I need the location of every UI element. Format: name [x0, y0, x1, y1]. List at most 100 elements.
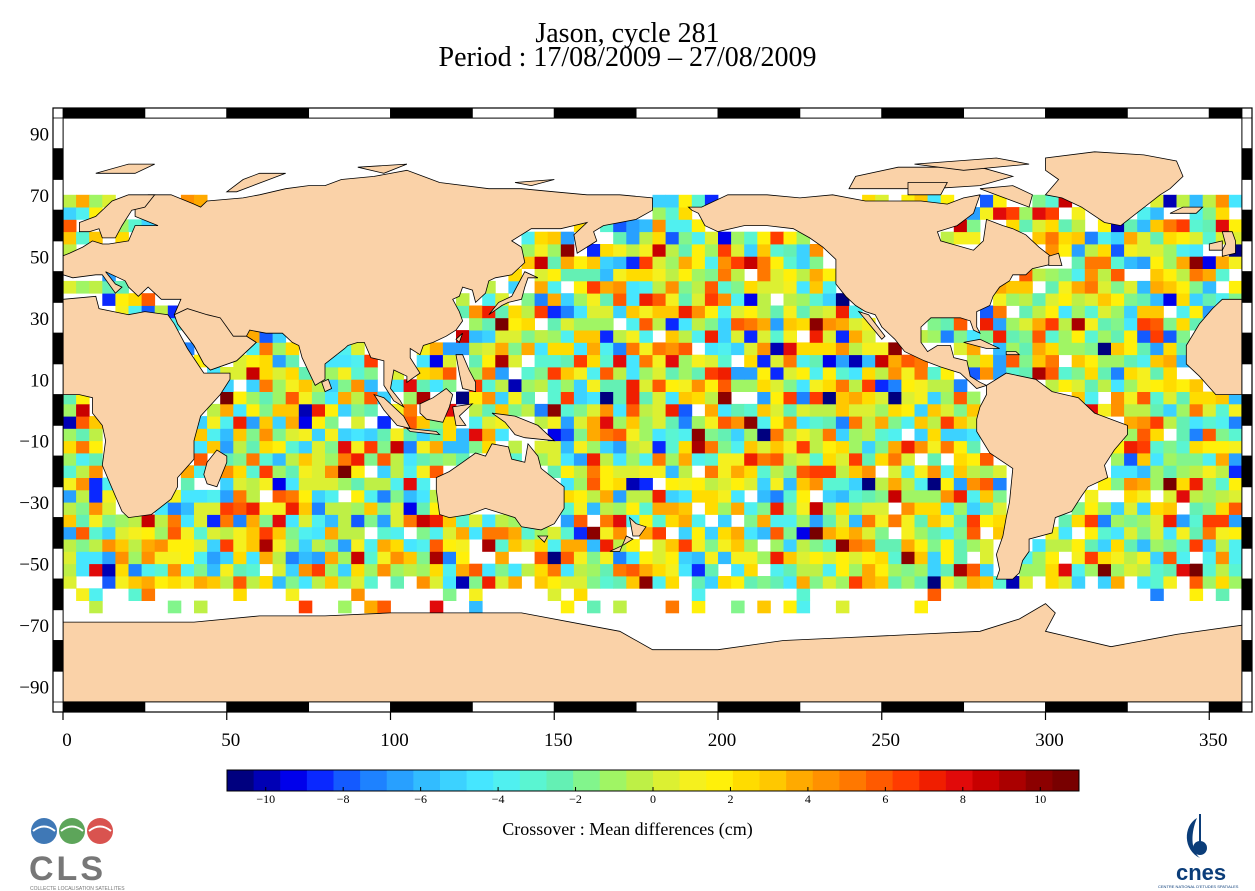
data-cell — [1228, 403, 1242, 417]
data-cell — [875, 354, 889, 368]
data-cell — [718, 453, 732, 466]
data-cell — [285, 440, 300, 454]
data-cell — [390, 539, 404, 552]
data-cell — [940, 317, 955, 331]
data-cell — [377, 489, 391, 503]
data-cell — [835, 551, 850, 565]
data-cell — [469, 317, 483, 331]
data-cell — [560, 403, 575, 417]
land-polygon — [1185, 298, 1242, 396]
data-cell — [691, 354, 706, 368]
data-cell — [927, 379, 942, 392]
data-cell — [587, 440, 601, 454]
data-cell — [154, 576, 169, 589]
data-cell — [993, 502, 1007, 515]
x-tick-label: 200 — [708, 730, 737, 751]
land-polygon — [628, 516, 647, 537]
data-cell — [1097, 244, 1112, 257]
data-cell — [560, 268, 575, 282]
data-cell — [678, 207, 693, 220]
data-cell — [639, 280, 653, 294]
data-cell — [325, 576, 339, 589]
data-cell — [89, 453, 103, 466]
data-cell — [364, 379, 378, 392]
data-cell — [573, 367, 588, 380]
data-cell — [573, 317, 588, 331]
data-cell — [311, 489, 326, 503]
data-cell — [311, 428, 326, 442]
data-cell — [783, 502, 797, 515]
data-cell — [639, 551, 653, 565]
data-cell — [704, 367, 719, 380]
frame-band-left — [52, 609, 64, 641]
data-cell — [76, 563, 90, 577]
data-cell — [469, 391, 483, 405]
data-cell — [141, 514, 156, 528]
data-cell — [560, 416, 575, 429]
data-cell — [718, 293, 732, 306]
data-cell — [600, 551, 614, 565]
data-cell — [298, 600, 313, 614]
data-cell — [626, 440, 640, 454]
data-cell — [534, 342, 549, 356]
data-cell — [521, 244, 535, 257]
data-cell — [1176, 317, 1190, 331]
data-cell — [613, 453, 627, 466]
data-cell — [521, 305, 535, 319]
land-polygon — [514, 179, 555, 187]
data-cell — [835, 403, 850, 417]
data-cell — [1228, 416, 1242, 429]
data-cell — [298, 489, 313, 503]
data-cell — [1124, 280, 1138, 294]
data-cell — [744, 440, 758, 454]
data-cell — [207, 514, 221, 528]
data-cell — [1071, 379, 1086, 392]
data-cell — [1111, 526, 1125, 540]
data-cell — [718, 428, 732, 442]
data-cell — [796, 477, 811, 491]
data-cell — [1045, 194, 1059, 208]
data-cell — [233, 514, 247, 528]
data-cell — [534, 293, 549, 306]
data-cell — [862, 551, 876, 565]
data-cell — [1150, 317, 1164, 331]
data-cell — [770, 391, 784, 405]
data-cell — [311, 440, 326, 454]
svg-text:CENTRE NATIONAL D'ETUDES SPATI: CENTRE NATIONAL D'ETUDES SPATIALES — [1158, 884, 1239, 889]
data-cell — [626, 244, 640, 257]
data-cell — [901, 489, 915, 503]
data-cell — [180, 502, 195, 515]
data-cell — [442, 342, 457, 356]
data-cell — [1111, 317, 1125, 331]
data-cell — [1124, 551, 1138, 565]
data-cell — [927, 489, 942, 503]
data-cell — [1058, 219, 1073, 233]
data-cell — [364, 428, 378, 442]
data-cell — [1124, 403, 1138, 417]
data-cell — [862, 477, 876, 491]
data-cell — [927, 465, 942, 478]
data-cell — [220, 440, 234, 454]
data-cell — [678, 293, 693, 306]
data-cell — [849, 440, 863, 454]
data-cell — [744, 502, 758, 515]
frame-band-right — [1241, 363, 1253, 396]
data-cell — [966, 576, 981, 589]
data-cell — [626, 551, 640, 565]
data-cell — [927, 576, 942, 589]
data-cell — [1137, 391, 1151, 405]
data-cell — [587, 268, 601, 282]
data-cell — [560, 526, 575, 540]
data-cell — [704, 256, 719, 269]
data-cell — [966, 453, 981, 466]
data-cell — [377, 600, 391, 614]
y-tick-label: −30 — [19, 493, 49, 514]
data-cell — [901, 391, 915, 405]
colorbar-tick-label: 6 — [882, 792, 888, 806]
data-cell — [285, 428, 300, 442]
data-cell — [76, 428, 90, 442]
data-cell — [940, 428, 955, 442]
data-cell — [429, 440, 444, 454]
data-cell — [285, 367, 300, 380]
data-cell — [573, 465, 588, 478]
